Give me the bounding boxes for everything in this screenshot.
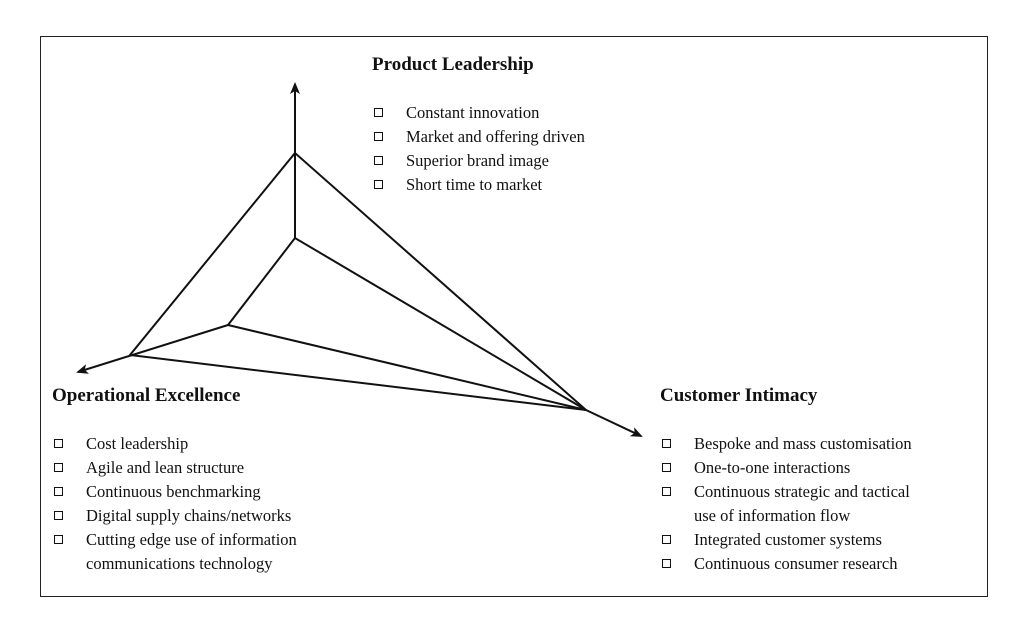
checkbox-square-icon <box>374 156 383 165</box>
checkbox-square-icon <box>54 511 63 520</box>
list-item: Superior brand image <box>372 149 585 173</box>
operational-excellence-list: Cost leadership Agile and lean structure… <box>52 432 297 576</box>
checkbox-square-icon <box>662 559 671 568</box>
checkbox-square-icon <box>662 463 671 472</box>
list-item: Continuous benchmarking <box>52 480 297 504</box>
checkbox-square-icon <box>662 487 671 496</box>
checkbox-square-icon <box>54 487 63 496</box>
checkbox-square-icon <box>54 463 63 472</box>
customer-axis-arrow <box>585 409 643 437</box>
list-item: Bespoke and mass customisation <box>660 432 912 456</box>
customer-intimacy-heading: Customer Intimacy <box>660 385 818 406</box>
customer-intimacy-list: Bespoke and mass customisation One-to-on… <box>660 432 912 576</box>
diagram-frame <box>40 36 988 597</box>
checkbox-square-icon <box>662 535 671 544</box>
list-item: Short time to market <box>372 173 585 197</box>
checkbox-square-icon <box>374 108 383 117</box>
checkbox-square-icon <box>54 439 63 448</box>
checkbox-square-icon <box>54 535 63 544</box>
outer-triangle <box>128 151 590 412</box>
list-item: Cost leadership <box>52 432 297 456</box>
list-item: Integrated customer systems <box>660 528 912 552</box>
list-item: Agile and lean structure <box>52 456 297 480</box>
list-item: Continuous consumer research <box>660 552 912 576</box>
list-item: One-to-one interactions <box>660 456 912 480</box>
list-item: Digital supply chains/networks <box>52 504 297 528</box>
checkbox-square-icon <box>374 132 383 141</box>
product-leadership-list: Constant innovation Market and offering … <box>372 101 585 197</box>
operational-excellence-heading: Operational Excellence <box>52 385 241 406</box>
list-item: Market and offering driven <box>372 125 585 149</box>
operational-axis-arrow <box>76 324 229 374</box>
product-leadership-heading: Product Leadership <box>372 54 534 75</box>
checkbox-square-icon <box>374 180 383 189</box>
list-item: Constant innovation <box>372 101 585 125</box>
inner-triangle <box>226 236 587 411</box>
checkbox-square-icon <box>662 439 671 448</box>
